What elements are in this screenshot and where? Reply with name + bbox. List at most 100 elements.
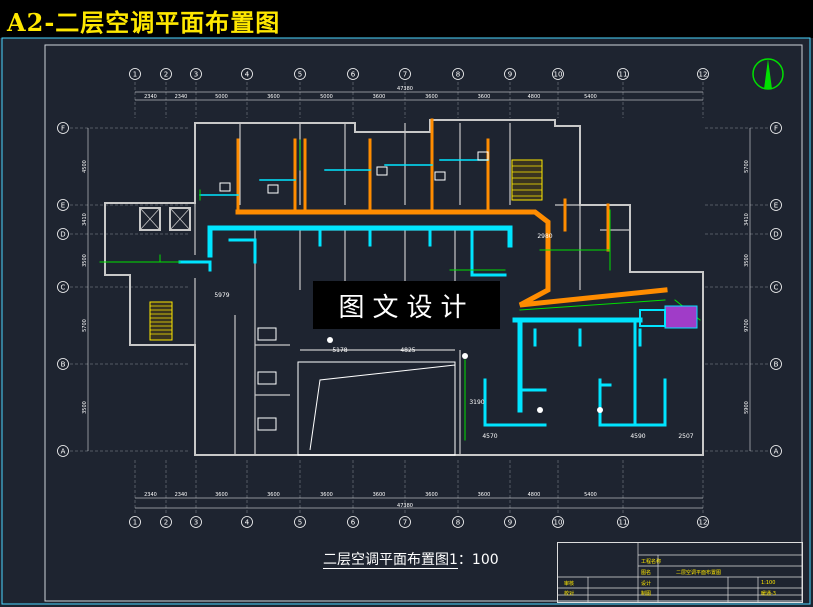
tb-project: 工程名称 (641, 559, 662, 565)
grid-label: B (61, 361, 66, 369)
tb-drawing-name: 二层空调平面布置图 (676, 570, 722, 576)
grid-label: 2 (164, 519, 168, 527)
return-grille-2 (462, 353, 468, 359)
building-walls (104, 119, 704, 456)
grid-label: 5 (298, 71, 302, 79)
tb-drawer: 制图 (641, 591, 652, 597)
bottom-dimension: 3600 (425, 492, 438, 498)
grid-bubble (57, 199, 69, 211)
ramp (297, 361, 456, 456)
fan-coil-3 (257, 417, 277, 431)
grid-bubble (504, 516, 516, 528)
grid-label: 8 (456, 519, 460, 527)
grid-bubble (697, 516, 709, 528)
return-grille-4 (597, 407, 603, 413)
bottom-dimension: 3600 (320, 492, 333, 498)
caption-underline (323, 568, 458, 569)
supply-diffuser-1 (219, 182, 231, 192)
grid-bubble (504, 68, 516, 80)
total-dimension-top: 47380 (397, 86, 413, 92)
return-main-duct (207, 225, 643, 413)
right-dimension: 5900 (744, 401, 750, 414)
grid-label: E (61, 202, 65, 210)
return-grille-3 (537, 407, 543, 413)
top-dimension: 5400 (584, 94, 597, 100)
elevator-shaft-2 (169, 207, 191, 231)
grid-bubble (452, 68, 464, 80)
top-dimension: 3600 (478, 94, 491, 100)
grid-label: D (773, 231, 778, 239)
grid-bubble (57, 281, 69, 293)
tb-number: 暖通-3 (761, 591, 776, 597)
top-dimension: 3600 (425, 94, 438, 100)
return-grille-1 (327, 337, 333, 343)
left-dimension: 3410 (82, 213, 88, 226)
supply-diffuser-5 (477, 151, 489, 161)
grid-label: F (774, 125, 778, 133)
top-dimension: 2340 (144, 94, 157, 100)
supply-diffuser-3 (376, 166, 388, 176)
grid-label: C (774, 284, 779, 292)
grid-label: C (61, 284, 66, 292)
tb-checker: 校对 (564, 591, 575, 597)
stair-treads (150, 165, 542, 335)
grid-bubble (399, 516, 411, 528)
tb-reviewer: 审核 (564, 581, 575, 587)
air-handling-unit (664, 305, 698, 329)
interior-walls (194, 123, 630, 455)
top-dimension: 3600 (373, 94, 386, 100)
grid-bubble (294, 68, 306, 80)
grid-bubble (770, 445, 782, 457)
grid-label: 6 (351, 519, 356, 527)
elevator-x (139, 207, 191, 231)
inner-dimension: 4825 (400, 347, 415, 354)
grid-bubble (160, 516, 172, 528)
bottom-dimension: 3600 (215, 492, 228, 498)
ahu-coil (639, 309, 666, 327)
bottom-dimension: 4800 (528, 492, 541, 498)
grid-label: 8 (456, 71, 460, 79)
grid-bubble (347, 516, 359, 528)
return-branches (178, 226, 667, 427)
outer-wall (104, 119, 704, 456)
north-arrow-icon (752, 58, 784, 90)
duct-system (99, 118, 701, 441)
inner-dimension: 5178 (332, 347, 347, 354)
supply-diffuser-4 (434, 171, 446, 181)
grid-bubble (347, 68, 359, 80)
grid-bubble (617, 68, 629, 80)
grid-bubble (770, 199, 782, 211)
grid-bubble (552, 68, 564, 80)
left-dimension: 3500 (82, 254, 88, 267)
fan-coil-2 (257, 371, 277, 385)
grid-bubble (57, 122, 69, 134)
inner-dimension: 4570 (482, 433, 497, 440)
bottom-dimension: 5400 (584, 492, 597, 498)
grid-label: 12 (699, 71, 708, 79)
top-dimension: 4800 (528, 94, 541, 100)
grid-label: D (60, 231, 65, 239)
grid-label: 9 (508, 71, 512, 79)
inner-dimension: 4590 (630, 433, 645, 440)
grid-label: 4 (245, 71, 250, 79)
watermark: 图文设计 (313, 281, 500, 329)
grid-bubble (57, 228, 69, 240)
grid-label: A (774, 448, 779, 456)
grid-bubble (770, 122, 782, 134)
inner-dimension: 3190 (469, 399, 484, 406)
left-dimension: 4500 (82, 160, 88, 173)
grid-bubble (294, 516, 306, 528)
grid-label: 7 (403, 519, 407, 527)
supply-main-duct (235, 209, 668, 308)
supply-diffuser-2 (267, 184, 279, 194)
grid-label: 12 (699, 519, 708, 527)
grid-bubble (57, 445, 69, 457)
inner-dimension: 2507 (678, 433, 693, 440)
grid-label: 3 (194, 71, 198, 79)
grid-label: 5 (298, 519, 302, 527)
left-dimension: 5700 (82, 319, 88, 332)
tb-scale: 1:100 (761, 580, 776, 586)
